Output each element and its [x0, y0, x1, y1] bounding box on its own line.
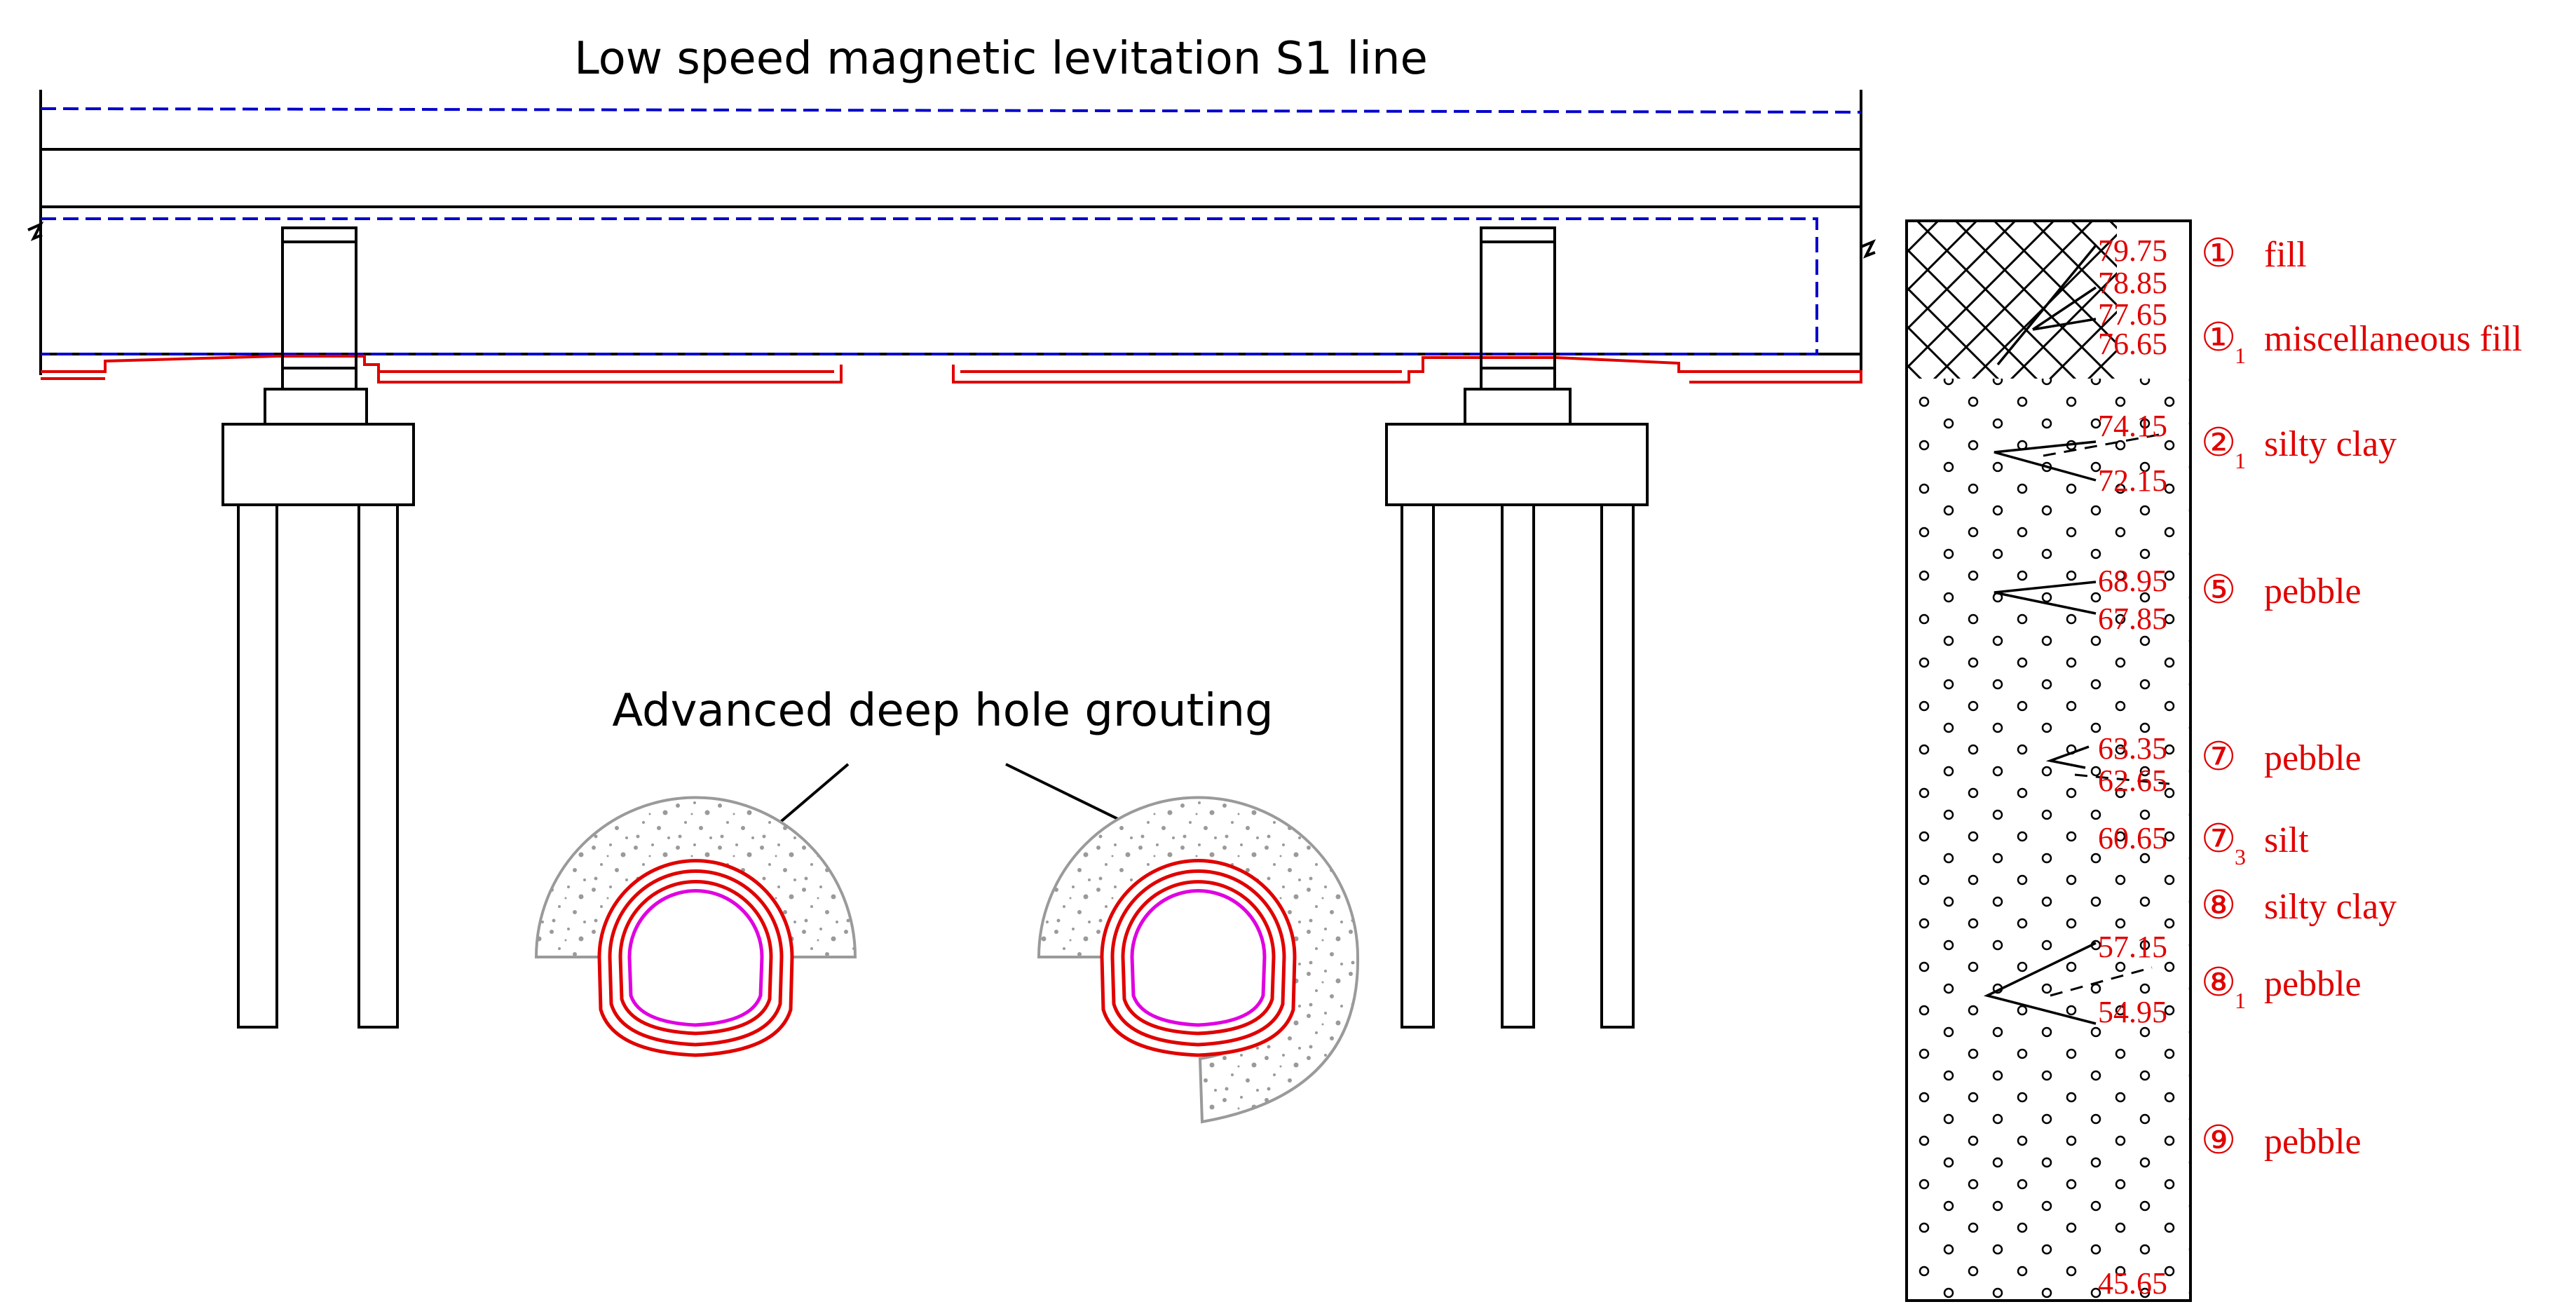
- elevation-labels: 79.75 78.85 77.65 76.65 74.15 72.15 68.9…: [2098, 233, 2167, 1301]
- elevation-label: 54.95: [2098, 995, 2167, 1029]
- elevation-label: 68.95: [2098, 564, 2167, 598]
- layer-name: pebble: [2264, 964, 2362, 1004]
- right-tunnel: [1037, 796, 1360, 1124]
- layer-number: ①: [2201, 316, 2236, 360]
- layer-subscript: 1: [2235, 343, 2246, 368]
- borehole-column: [1905, 219, 2192, 1302]
- layer-subscript: 1: [2235, 448, 2246, 473]
- layer-number: ②: [2201, 421, 2236, 465]
- elevation-label: 57.15: [2098, 930, 2167, 964]
- diagram-title: Low speed magnetic levitation S1 line: [574, 33, 1428, 85]
- layer-number: ⑦: [2201, 735, 2236, 779]
- elevation-label: 72.15: [2098, 463, 2167, 498]
- elevation-label: 63.35: [2098, 731, 2167, 766]
- elevation-label: 74.15: [2098, 409, 2167, 443]
- layer-subscript: 1: [2235, 988, 2246, 1013]
- layer-number: ①: [2201, 232, 2236, 276]
- layer-name: silt: [2264, 820, 2309, 860]
- layer-number: ⑦: [2201, 818, 2236, 861]
- viaduct: [27, 90, 1876, 375]
- layer-name: fill: [2264, 235, 2307, 275]
- bridge-piers: [222, 226, 1649, 1029]
- elevation-label: 60.65: [2098, 821, 2167, 855]
- layer-name: pebble: [2264, 1122, 2362, 1162]
- elevation-label: 45.65: [2098, 1266, 2167, 1301]
- elevation-label: 67.85: [2098, 602, 2167, 636]
- elevation-label: 79.75: [2098, 233, 2167, 268]
- elevation-label: 76.65: [2098, 327, 2167, 361]
- layer-number: ⑤: [2201, 569, 2236, 612]
- soil-layer-legend: ① fill ① 1 miscellaneous fill ② 1 silty …: [2201, 232, 2522, 1162]
- layer-subscript: 3: [2235, 844, 2246, 869]
- layer-name: pebble: [2264, 738, 2362, 778]
- elevation-label: 77.65: [2098, 297, 2167, 332]
- layer-number: ⑧: [2201, 961, 2236, 1005]
- layer-name: miscellaneous fill: [2264, 319, 2522, 359]
- elevation-label: 78.85: [2098, 266, 2167, 300]
- viaduct-dashed-outline: [40, 107, 1862, 355]
- left-tunnel: [534, 796, 857, 1057]
- track-beams: [41, 355, 1862, 384]
- layer-number: ⑧: [2201, 884, 2236, 928]
- grouting-label: Advanced deep hole grouting: [612, 685, 1273, 737]
- layer-name: pebble: [2264, 571, 2362, 611]
- layer-name: silty clay: [2264, 887, 2397, 927]
- layer-name: silty clay: [2264, 424, 2397, 464]
- elevation-label: 62.65: [2098, 764, 2167, 798]
- layer-number: ⑨: [2201, 1119, 2236, 1162]
